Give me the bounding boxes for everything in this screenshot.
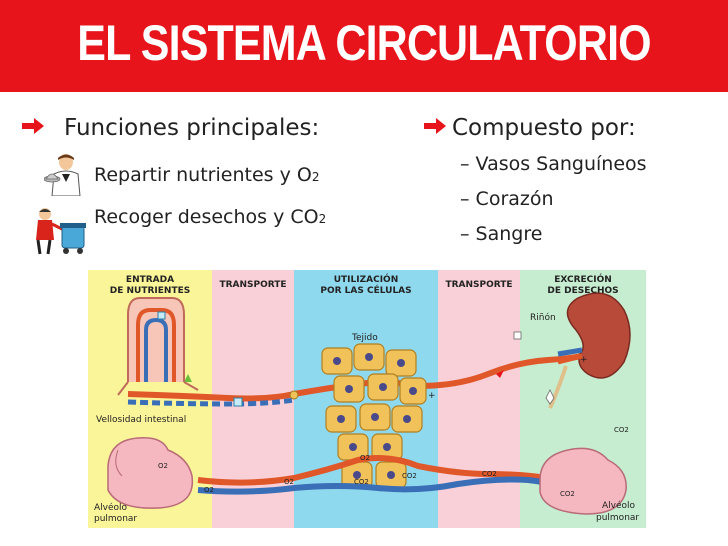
- label-kidney: Riñón: [530, 312, 556, 323]
- tissue-cells: [321, 343, 427, 489]
- column-transporte-2: [438, 270, 520, 528]
- composition-item-blood: – Sangre: [460, 223, 543, 245]
- lower-vein: [197, 476, 569, 495]
- composition-item-heart: – Corazón: [460, 188, 554, 210]
- label-alveolus-right-2: pulmonar: [596, 513, 639, 523]
- label-o2-1: O2: [204, 486, 214, 494]
- col-header-transporte-2: TRANSPORTE: [445, 280, 512, 290]
- intestinal-villus: [117, 297, 199, 396]
- label-alveolus-left-1: Alvéolo: [94, 502, 128, 513]
- label-co2-2: CO2: [402, 472, 417, 480]
- col-header-excrecion-2: DE DESECHOS: [547, 286, 618, 296]
- col-header-entrada-2: DE NUTRIENTES: [110, 286, 190, 296]
- function-item-1: Repartir nutrientes y O2: [94, 164, 320, 186]
- kidney-plus-mark: +: [580, 355, 588, 365]
- col-header-excrecion-1: EXCRECIÓN: [554, 273, 612, 285]
- circulation-diagram: ENTRADA DE NUTRIENTES TRANSPORTE UTILIZA…: [88, 270, 646, 528]
- left-alveolus: [107, 437, 194, 509]
- label-co2-1: CO2: [354, 478, 369, 486]
- garbage-collector-icon: [36, 208, 86, 255]
- function-item-2: Recoger desechos y CO2: [94, 206, 327, 228]
- label-o2-alveolus: O2: [158, 462, 168, 470]
- arrow-bullet-icon: [424, 118, 446, 134]
- label-o2-2: O2: [284, 478, 294, 486]
- right-alveolus: [539, 447, 627, 515]
- arrow-bullet-icon: [22, 118, 44, 134]
- page-title: EL SISTEMA CIRCULATORIO: [77, 15, 651, 71]
- label-co2-alveolus: CO2: [560, 490, 575, 498]
- col-header-utilizacion-2: POR LAS CÉLULAS: [320, 284, 411, 296]
- lower-artery: [197, 455, 559, 486]
- label-o2-3: O2: [360, 454, 370, 462]
- functions-heading: Funciones principales:: [64, 115, 320, 141]
- composition-item-vessels: – Vasos Sanguíneos: [460, 153, 647, 175]
- composition-heading: Compuesto por:: [452, 115, 636, 141]
- label-alveolus-right-1: Alvéolo: [602, 500, 636, 511]
- label-tissue: Tejido: [351, 333, 378, 343]
- plus-mark: +: [428, 391, 436, 401]
- label-co2-kidney: CO2: [614, 426, 629, 434]
- title-banner: [0, 0, 728, 92]
- label-alveolus-left-2: pulmonar: [94, 514, 137, 524]
- label-villus: Vellosidad intestinal: [96, 415, 186, 425]
- waiter-icon: [44, 154, 81, 196]
- kidney: [513, 292, 631, 409]
- upper-vein: [127, 397, 295, 407]
- col-header-transporte-1: TRANSPORTE: [219, 280, 286, 290]
- col-header-entrada-1: ENTRADA: [126, 275, 174, 285]
- label-co2-3: CO2: [482, 470, 497, 478]
- col-header-utilizacion-1: UTILIZACIÓN: [334, 273, 399, 285]
